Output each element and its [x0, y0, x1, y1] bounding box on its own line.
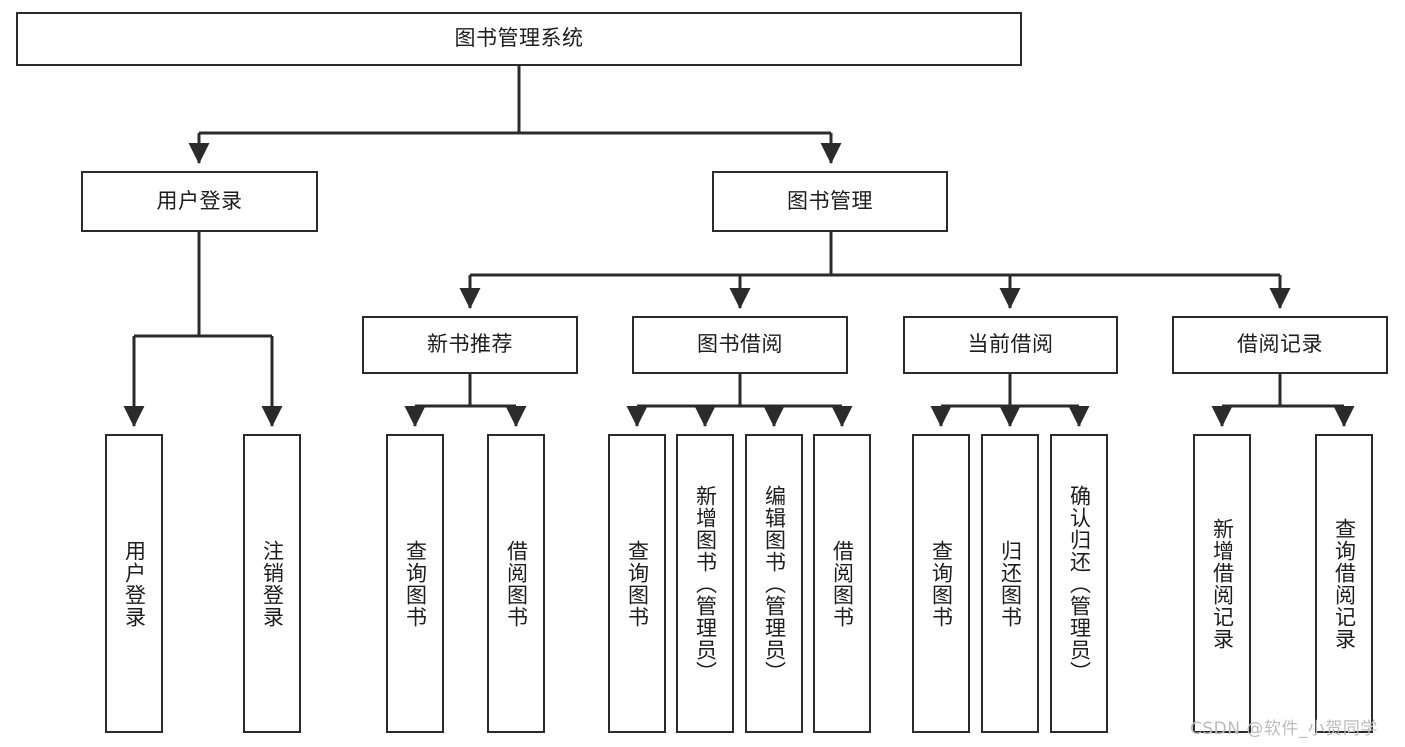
leaf-node-label: 注销登录 [260, 539, 285, 628]
leaf-node[interactable]: 查询图书 [912, 434, 970, 733]
node-current-borrow-label: 当前借阅 [967, 332, 1054, 357]
node-borrow-record[interactable]: 借阅记录 [1172, 316, 1388, 374]
leaf-node-label: 归还图书 [998, 539, 1023, 628]
leaf-node-label: 用户登录 [122, 539, 147, 628]
connector-root-to-level1 [188, 66, 842, 165]
leaf-node-label: 确认归还（管理员） [1067, 484, 1092, 683]
leaf-node[interactable]: 确认归还（管理员） [1050, 434, 1108, 733]
leaf-node[interactable]: 借阅图书 [487, 434, 545, 733]
connector-current-to-leaves [930, 374, 1090, 428]
leaf-node[interactable]: 查询图书 [386, 434, 444, 733]
leaf-node-label: 新增借阅记录 [1210, 517, 1235, 650]
node-current-borrow[interactable]: 当前借阅 [903, 316, 1118, 374]
connector-userlogin-to-leaves [123, 232, 283, 428]
connector-record-to-leaves [1211, 374, 1355, 428]
leaf-node-label: 借阅图书 [830, 539, 855, 628]
leaf-node[interactable]: 查询借阅记录 [1315, 434, 1373, 733]
leaf-node-label: 新增图书（管理员） [693, 484, 718, 683]
leaf-node-label: 查询借阅记录 [1332, 517, 1357, 650]
node-new-book-recommend-label: 新书推荐 [427, 332, 513, 357]
leaf-node-label: 查询图书 [403, 539, 428, 628]
leaf-node[interactable]: 借阅图书 [813, 434, 871, 733]
node-root-label: 图书管理系统 [454, 26, 584, 51]
node-root[interactable]: 图书管理系统 [16, 12, 1022, 66]
connector-borrow-to-leaves [626, 374, 853, 428]
leaf-node-label: 编辑图书（管理员） [762, 484, 787, 683]
node-book-borrow-label: 图书借阅 [697, 332, 783, 357]
node-user-login[interactable]: 用户登录 [81, 171, 318, 232]
node-book-management-label: 图书管理 [787, 188, 873, 213]
leaf-node[interactable]: 新增图书（管理员） [676, 434, 734, 733]
leaf-node[interactable]: 查询图书 [608, 434, 666, 733]
leaf-node[interactable]: 编辑图书（管理员） [745, 434, 803, 733]
node-book-borrow[interactable]: 图书借阅 [632, 316, 848, 374]
leaf-node[interactable]: 注销登录 [243, 434, 301, 733]
leaf-node[interactable]: 归还图书 [981, 434, 1039, 733]
node-borrow-record-label: 借阅记录 [1237, 332, 1323, 357]
node-book-management[interactable]: 图书管理 [712, 171, 948, 232]
connector-newbook-to-leaves [404, 374, 527, 428]
leaf-node-label: 查询图书 [625, 539, 650, 628]
node-new-book-recommend[interactable]: 新书推荐 [362, 316, 578, 374]
leaf-node-label: 查询图书 [929, 539, 954, 628]
connector-bookmgmt-to-level2 [459, 232, 1291, 310]
leaf-node[interactable]: 用户登录 [105, 434, 163, 733]
leaf-node[interactable]: 新增借阅记录 [1193, 434, 1251, 733]
leaf-node-label: 借阅图书 [504, 539, 529, 628]
node-user-login-label: 用户登录 [156, 188, 243, 213]
